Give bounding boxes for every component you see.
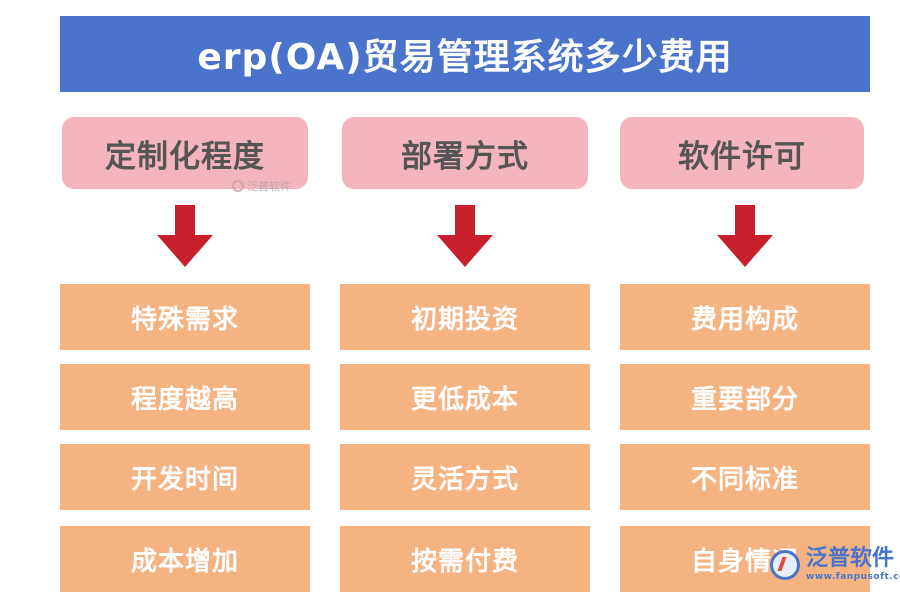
watermark-url: www.fanpusoft.com <box>806 572 900 582</box>
item-label: 费用构成 <box>690 304 799 335</box>
column-license: 软件许可 费用构成 重要部分 不同标准 自身情况 <box>620 0 870 600</box>
brand-logo-icon <box>770 550 800 580</box>
category-box: 定制化程度 <box>62 117 308 189</box>
down-arrow-icon <box>157 205 213 267</box>
category-box: 软件许可 <box>620 117 864 189</box>
item-label: 不同标准 <box>690 464 799 495</box>
column-deployment: 部署方式 初期投资 更低成本 灵活方式 按需付费 <box>340 0 590 600</box>
list-item: 成本增加 <box>60 526 310 592</box>
brand-logo-icon <box>232 180 244 192</box>
category-box: 部署方式 <box>342 117 588 189</box>
category-label: 软件许可 <box>678 138 806 175</box>
list-item: 重要部分 <box>620 364 870 430</box>
item-label: 程度越高 <box>130 384 239 415</box>
list-item: 费用构成 <box>620 284 870 350</box>
item-label: 初期投资 <box>410 304 519 335</box>
list-item: 开发时间 <box>60 444 310 510</box>
watermark-logo: 泛普软件 www.fanpusoft.com <box>770 548 900 582</box>
item-label: 按需付费 <box>410 546 519 577</box>
item-label: 成本增加 <box>130 546 239 577</box>
category-label: 定制化程度 <box>105 138 265 175</box>
watermark-small: 泛普软件 <box>232 178 291 194</box>
item-label: 重要部分 <box>690 384 799 415</box>
list-item: 特殊需求 <box>60 284 310 350</box>
watermark-brand-name: 泛普软件 <box>806 546 895 571</box>
list-item: 按需付费 <box>340 526 590 592</box>
down-arrow-icon <box>437 205 493 267</box>
down-arrow-icon <box>717 205 773 267</box>
item-label: 开发时间 <box>130 464 239 495</box>
title-banner: erp(OA)贸易管理系统多少费用 <box>60 16 870 92</box>
watermark-text: 泛普软件 www.fanpusoft.com <box>806 548 900 582</box>
page-title: erp(OA)贸易管理系统多少费用 <box>197 37 733 78</box>
category-label: 部署方式 <box>401 138 529 175</box>
list-item: 不同标准 <box>620 444 870 510</box>
list-item: 灵活方式 <box>340 444 590 510</box>
item-label: 特殊需求 <box>130 304 239 335</box>
list-item: 程度越高 <box>60 364 310 430</box>
column-customization: 定制化程度 特殊需求 程度越高 开发时间 成本增加 <box>60 0 310 600</box>
watermark-small-text: 泛普软件 <box>247 180 291 193</box>
item-label: 灵活方式 <box>410 464 519 495</box>
list-item: 更低成本 <box>340 364 590 430</box>
list-item: 初期投资 <box>340 284 590 350</box>
item-label: 更低成本 <box>410 384 519 415</box>
